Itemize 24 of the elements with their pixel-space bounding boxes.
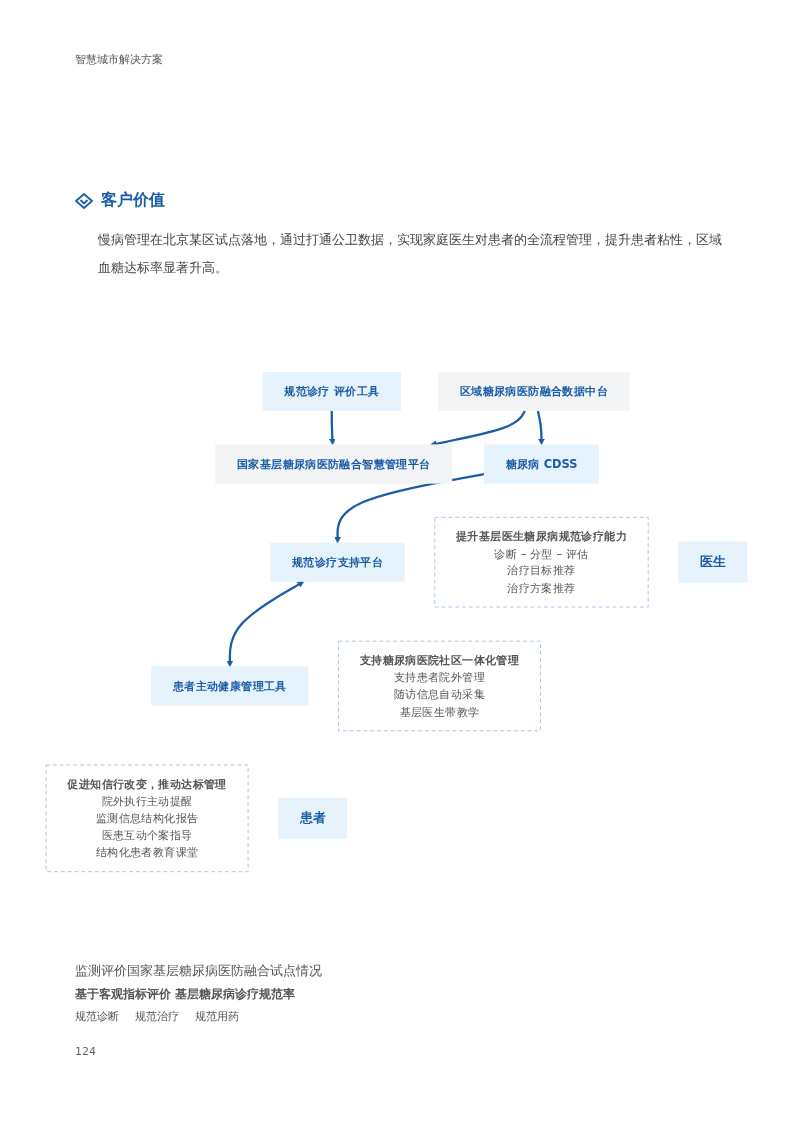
- body-text: 慢病管理在北京某区试点落地，通过打通公卫数据，实现家庭医生对患者的全流程管理，提升患者粘性，区域血糖达标率显著升高。: [98, 231, 723, 277]
- page-number: 124: [75, 1045, 96, 1058]
- node-box: 促进知信行改变，推动达标管理 院外执行主动提醒 监测信息结构化报告 医患互动个案指导 结构化患者教育课堂: [45, 764, 249, 873]
- arrow: [334, 473, 485, 544]
- arrow: [226, 581, 305, 668]
- note-text: 基于客观指标评价 基层糖尿病诊疗规范率: [75, 986, 297, 1003]
- note-tag: 规范诊断: [75, 1009, 119, 1024]
- node-box: 患者主动健康管理工具: [151, 666, 309, 706]
- node-box: 医生: [678, 541, 748, 583]
- node-box: 糖尿病 CDSS: [483, 444, 600, 484]
- note-tag: 规范用药: [195, 1009, 239, 1024]
- section-title: 客户价值: [101, 190, 165, 211]
- node-box: 规范诊疗 评价工具: [262, 371, 401, 412]
- note-tag: 规范治疗: [135, 1009, 179, 1024]
- note-text: 监测评价国家基层糖尿病医防融合试点情况: [75, 962, 323, 980]
- arrow: [329, 410, 336, 446]
- node-box: 支持糖尿病医院社区一体化管理 支持患者院外管理 随访信息自动采集 基层医生带教学: [338, 640, 541, 732]
- arrow: [536, 410, 545, 446]
- node-box: 区域糖尿病医防融合数据中台: [438, 371, 630, 412]
- node-box: 国家基层糖尿病医防融合智慧管理平台: [215, 444, 453, 484]
- node-box: 患者: [278, 797, 348, 839]
- node-box: 提升基层医生糖尿病规范诊疗能力 诊断 – 分型 – 评估 治疗目标推荐 治疗方案推荐: [434, 517, 649, 608]
- running-header: 智慧城市解决方案: [75, 52, 163, 67]
- node-box: 规范诊疗支持平台: [270, 542, 405, 582]
